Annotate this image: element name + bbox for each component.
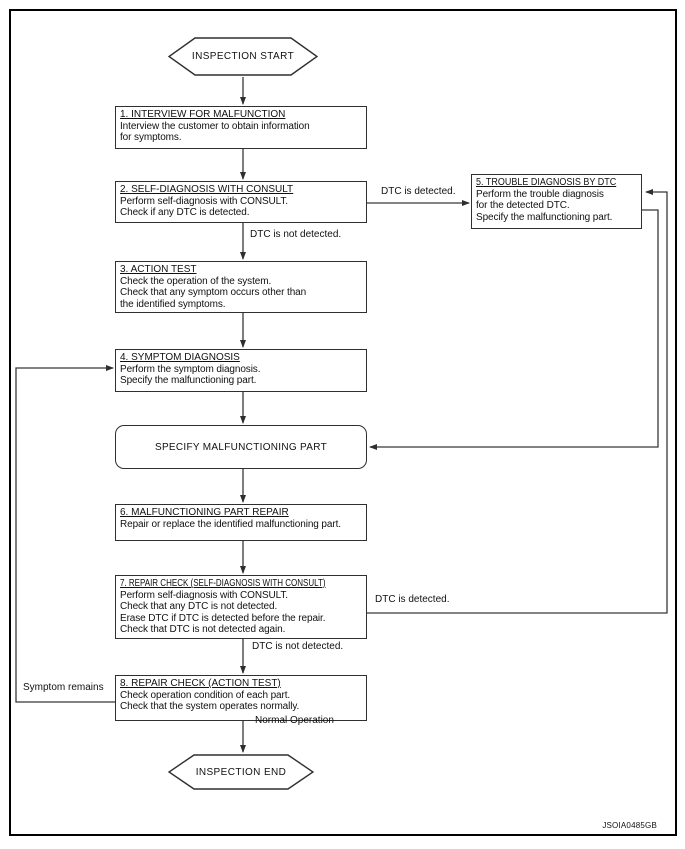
- terminator-end-label: INSPECTION END: [195, 766, 287, 778]
- flow-box-5-trouble-diagnosis-by-dtc: 5. TROUBLE DIAGNOSIS BY DTC Perform the …: [471, 174, 642, 229]
- specify-label: SPECIFY MALFUNCTIONING PART: [154, 441, 327, 453]
- terminator-start-label: INSPECTION START: [191, 51, 295, 62]
- flow-box-specify-malfunctioning-part: SPECIFY MALFUNCTIONING PART: [115, 425, 367, 469]
- flow-box-6-malfunctioning-part-repair: 6. MALFUNCTIONING PART REPAIR Repair or …: [115, 504, 367, 541]
- flow-box-7-repair-check-self-diagnosis: 7. REPAIR CHECK (SELF-DIAGNOSIS WITH CON…: [115, 575, 367, 639]
- label-symptom-remains: Symptom remains: [23, 682, 104, 693]
- label-normal-operation: Normal Operation: [255, 715, 334, 726]
- box3-body: Check the operation of the system. Check…: [120, 275, 307, 310]
- connector-box7-to-box5-feedback: [367, 189, 668, 614]
- box2-title: 2. SELF-DIAGNOSIS WITH CONSULT: [120, 184, 294, 195]
- label-dtc-not-detected-top: DTC is not detected.: [250, 229, 342, 240]
- connector-box8-to-box4-feedback: [15, 365, 115, 703]
- figure-code: JSOIA0485GB: [602, 821, 657, 830]
- box4-body: Perform the symptom diagnosis. Specify t…: [120, 363, 261, 387]
- diagram-border: [9, 9, 677, 836]
- flow-box-2-self-diagnosis-with-consult: 2. SELF-DIAGNOSIS WITH CONSULT Perform s…: [115, 181, 367, 223]
- flow-box-1-interview-for-malfunction: 1. INTERVIEW FOR MALFUNCTION Interview t…: [115, 106, 367, 149]
- box7-body: Perform self-diagnosis with CONSULT. Che…: [120, 589, 326, 636]
- box1-body: Interview the customer to obtain informa…: [120, 120, 310, 144]
- label-dtc-not-detected-bottom: DTC is not detected.: [252, 641, 344, 652]
- box8-title: 8. REPAIR CHECK (ACTION TEST): [120, 678, 281, 689]
- label-dtc-detected-bottom: DTC is detected.: [375, 594, 450, 605]
- box5-title: 5. TROUBLE DIAGNOSIS BY DTC: [476, 177, 617, 188]
- terminator-inspection-end: INSPECTION END: [168, 754, 314, 790]
- box7-title: 7. REPAIR CHECK (SELF-DIAGNOSIS WITH CON…: [120, 578, 326, 589]
- terminator-inspection-start: INSPECTION START: [168, 37, 318, 76]
- box6-body: Repair or replace the identified malfunc…: [120, 518, 341, 530]
- hexagon-shape: [168, 754, 314, 790]
- flow-box-8-repair-check-action-test: 8. REPAIR CHECK (ACTION TEST) Check oper…: [115, 675, 367, 721]
- connector-box5-to-specify: [369, 209, 659, 450]
- box6-title: 6. MALFUNCTIONING PART REPAIR: [120, 507, 289, 518]
- box1-title: 1. INTERVIEW FOR MALFUNCTION: [120, 109, 286, 120]
- box2-body: Perform self-diagnosis with CONSULT. Che…: [120, 195, 288, 219]
- box8-body: Check operation condition of each part. …: [120, 689, 300, 713]
- box4-title: 4. SYMPTOM DIAGNOSIS: [120, 352, 240, 363]
- flow-box-4-symptom-diagnosis: 4. SYMPTOM DIAGNOSIS Perform the symptom…: [115, 349, 367, 392]
- flow-box-3-action-test: 3. ACTION TEST Check the operation of th…: [115, 261, 367, 313]
- hexagon-shape: [168, 37, 318, 76]
- label-dtc-detected-top: DTC is detected.: [381, 186, 456, 197]
- box3-title: 3. ACTION TEST: [120, 264, 197, 275]
- box5-body: Perform the trouble diagnosis for the de…: [476, 188, 613, 223]
